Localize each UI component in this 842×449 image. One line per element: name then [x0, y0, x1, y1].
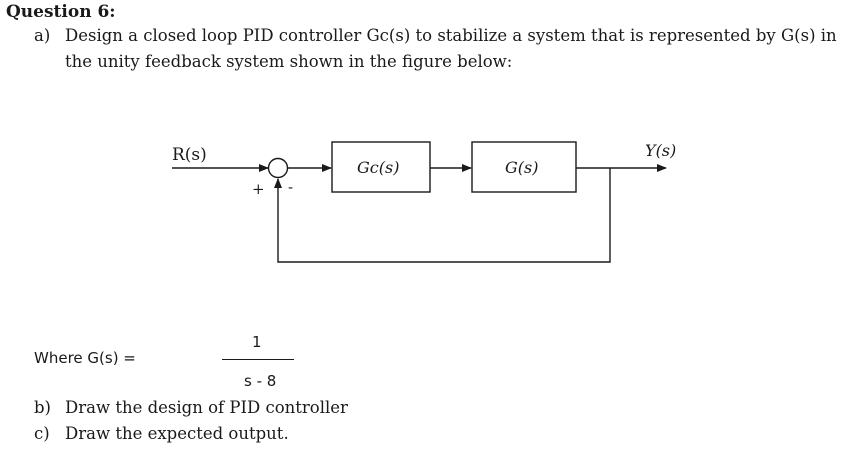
transfer-function-denominator: s - 8 — [244, 372, 277, 390]
controller-block — [331, 141, 431, 193]
part-b: b) Draw the design of PID controller — [34, 398, 348, 417]
part-c-text: Draw the expected output. — [65, 424, 289, 443]
where-label: Where G(s) = — [34, 349, 136, 367]
controller-label: Gc(s) — [357, 158, 399, 177]
minus-sign: - — [288, 178, 293, 196]
plant-label: G(s) — [505, 158, 538, 177]
part-b-text: Draw the design of PID controller — [65, 398, 348, 417]
plus-sign: + — [252, 180, 265, 198]
part-a-line-2: the unity feedback system shown in the f… — [65, 52, 513, 71]
fraction-bar — [222, 359, 294, 361]
plant-block — [471, 141, 577, 193]
part-a-label: a) — [34, 26, 51, 45]
part-a-text-line-1: Design a closed loop PID controller Gc(s… — [65, 26, 837, 45]
part-a-line-1: a) Design a closed loop PID controller Gc… — [34, 26, 837, 45]
part-b-label: b) — [34, 398, 51, 417]
question-title: Question 6: — [6, 2, 116, 22]
summing-junction — [267, 157, 289, 179]
part-c: c) Draw the expected output. — [34, 424, 289, 443]
part-c-label: c) — [34, 424, 50, 443]
input-label: R(s) — [172, 145, 207, 165]
feedback-path — [274, 168, 611, 263]
transfer-function-numerator: 1 — [252, 333, 262, 351]
output-label: Y(s) — [645, 141, 676, 160]
